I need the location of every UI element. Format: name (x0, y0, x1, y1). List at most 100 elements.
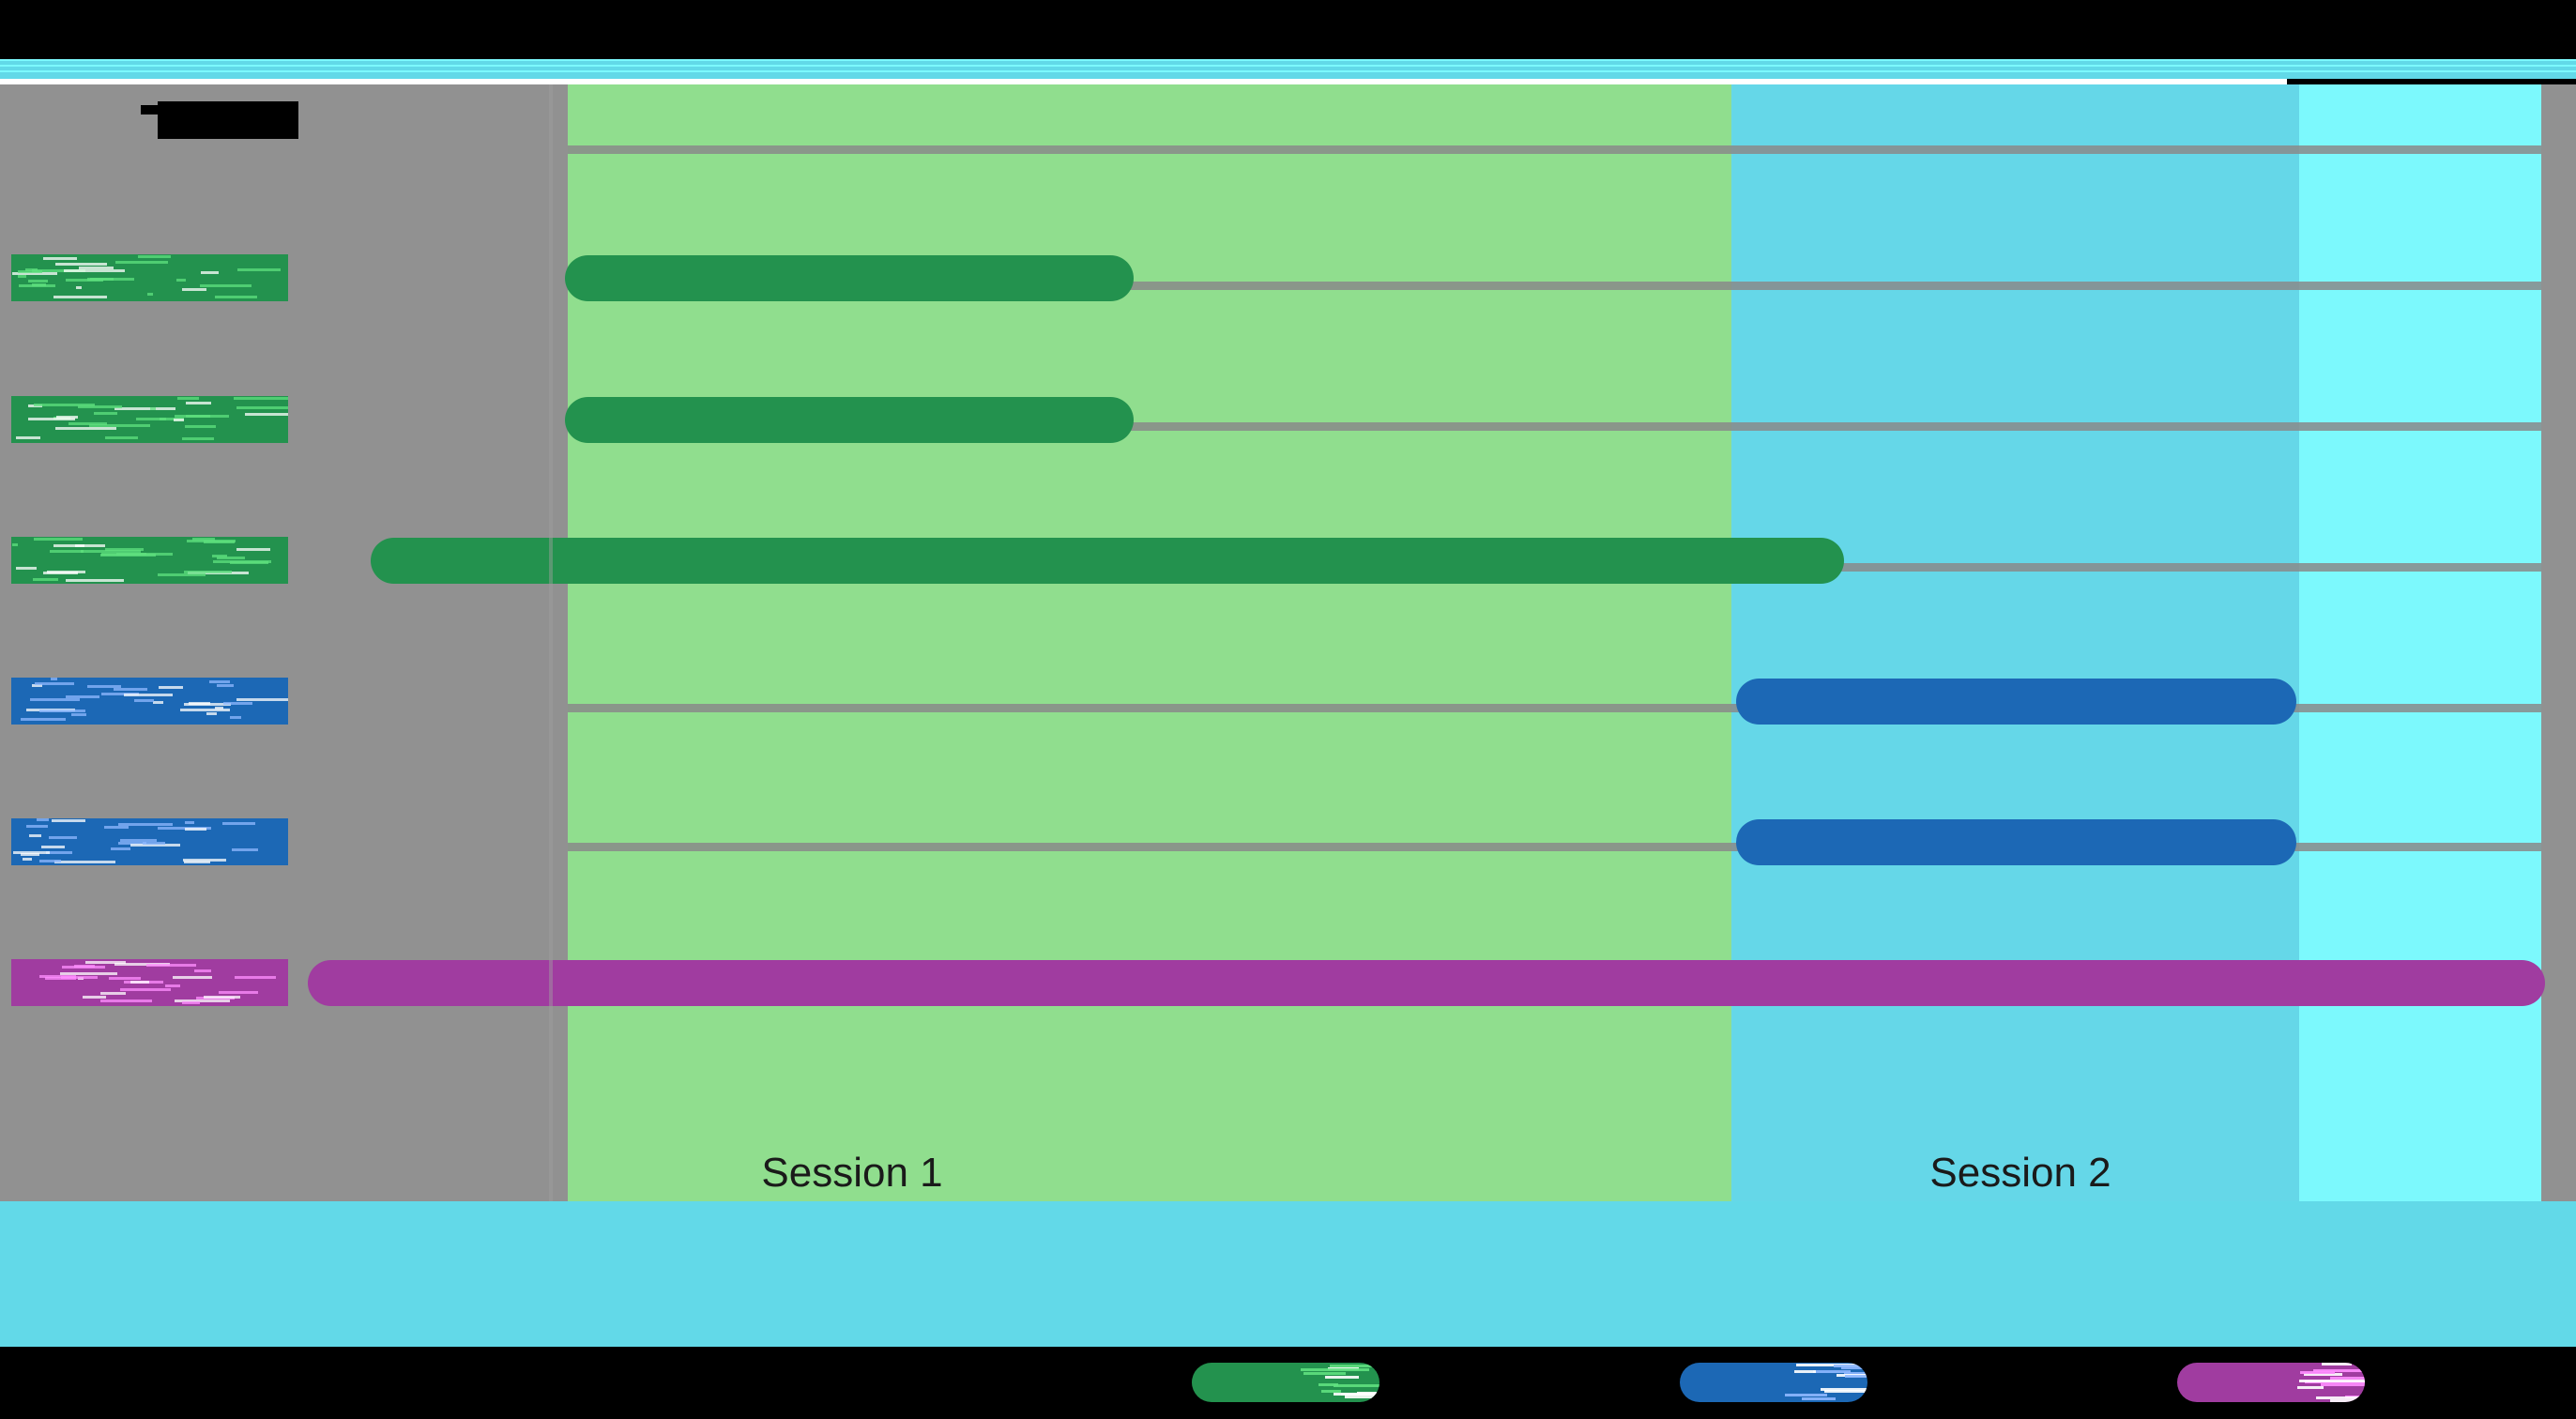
label-noise (175, 999, 230, 1002)
row-label-4 (11, 818, 288, 865)
top-black-bar (0, 0, 2576, 59)
label-noise (217, 557, 245, 559)
legend-noise (2304, 1373, 2342, 1376)
label-noise (235, 976, 276, 979)
label-noise (12, 272, 57, 275)
label-noise (209, 680, 230, 683)
label-noise (116, 553, 173, 556)
label-noise (66, 579, 124, 582)
label-noise (29, 834, 41, 837)
gridline (568, 843, 2541, 851)
label-noise (237, 268, 281, 271)
label-noise (130, 844, 180, 847)
label-noise (165, 984, 180, 987)
label-noise (16, 436, 40, 439)
label-noise (114, 407, 175, 410)
label-noise (18, 270, 42, 273)
label-noise (71, 713, 86, 716)
legend-swatch-2[interactable] (2177, 1363, 2365, 1402)
label-noise (28, 280, 48, 282)
timeline-bar[interactable] (1736, 679, 2296, 725)
legend-noise (1844, 1372, 1867, 1375)
label-noise (147, 293, 153, 296)
label-noise (100, 999, 152, 1002)
label-noise (75, 544, 105, 547)
label-noise (43, 257, 77, 260)
label-noise (105, 436, 138, 439)
label-noise (232, 848, 258, 851)
label-noise (52, 819, 85, 822)
label-noise (25, 268, 38, 271)
label-noise (37, 818, 49, 821)
label-noise (184, 571, 232, 573)
timeline-bar[interactable] (1736, 819, 2296, 865)
chart-title-redacted-2 (141, 105, 160, 114)
label-noise (187, 540, 236, 542)
legend-swatch-0[interactable] (1192, 1363, 1379, 1402)
label-noise (50, 550, 84, 553)
timeline-bar[interactable] (565, 397, 1134, 443)
session-label-2: Session 2 (1929, 1150, 2111, 1196)
label-noise (53, 544, 84, 547)
label-noise (185, 425, 216, 428)
label-noise (150, 407, 156, 410)
label-noise (215, 707, 223, 710)
legend-swatch-1[interactable] (1680, 1363, 1867, 1402)
label-noise (66, 695, 99, 698)
label-noise (236, 406, 288, 409)
label-noise (159, 686, 183, 689)
label-noise (109, 977, 141, 980)
label-noise (69, 422, 107, 425)
label-noise (66, 279, 103, 282)
label-noise (114, 688, 147, 691)
label-noise (217, 684, 234, 687)
chart-title-redacted (158, 101, 298, 139)
label-noise (34, 538, 83, 541)
gridline (568, 422, 2541, 431)
label-noise (53, 296, 107, 298)
legend-noise (1796, 1364, 1858, 1366)
label-noise (100, 992, 126, 995)
label-noise (18, 275, 26, 278)
label-noise (39, 975, 76, 978)
top-cyan-strip (0, 59, 2576, 79)
timeline-bar[interactable] (308, 960, 2545, 1006)
legend-band (0, 1201, 2576, 1347)
legend-noise (2297, 1386, 2324, 1389)
label-noise (64, 269, 125, 272)
label-noise (146, 964, 196, 967)
timeline-bar[interactable] (565, 255, 1134, 301)
label-noise (55, 427, 116, 430)
label-noise (76, 286, 82, 289)
label-noise (182, 288, 206, 291)
label-noise (45, 977, 76, 980)
label-noise (111, 847, 130, 850)
label-noise (56, 416, 78, 419)
label-noise (85, 961, 126, 964)
label-noise (13, 851, 50, 854)
timeline-bar[interactable] (371, 538, 1844, 584)
legend-noise (2299, 1380, 2365, 1382)
label-noise (114, 963, 170, 966)
legend-noise (1794, 1370, 1816, 1373)
gridline (568, 145, 2541, 154)
label-noise (213, 560, 271, 563)
label-noise (136, 418, 184, 420)
label-noise (234, 397, 288, 400)
legend-noise (1785, 1394, 1827, 1396)
legend-noise (1357, 1392, 1379, 1395)
label-noise (180, 709, 230, 711)
legend-noise (1802, 1397, 1836, 1400)
row-label-5 (11, 959, 288, 1006)
gridline (568, 282, 2541, 290)
label-noise (23, 858, 32, 861)
label-noise (204, 996, 240, 999)
legend-noise (1813, 1370, 1851, 1373)
label-noise (39, 860, 61, 862)
session-label-1: Session 1 (761, 1150, 943, 1196)
label-noise (54, 861, 115, 863)
label-noise (236, 548, 270, 551)
legend-noise (1824, 1390, 1867, 1393)
label-noise (201, 271, 219, 274)
label-noise (194, 969, 211, 972)
